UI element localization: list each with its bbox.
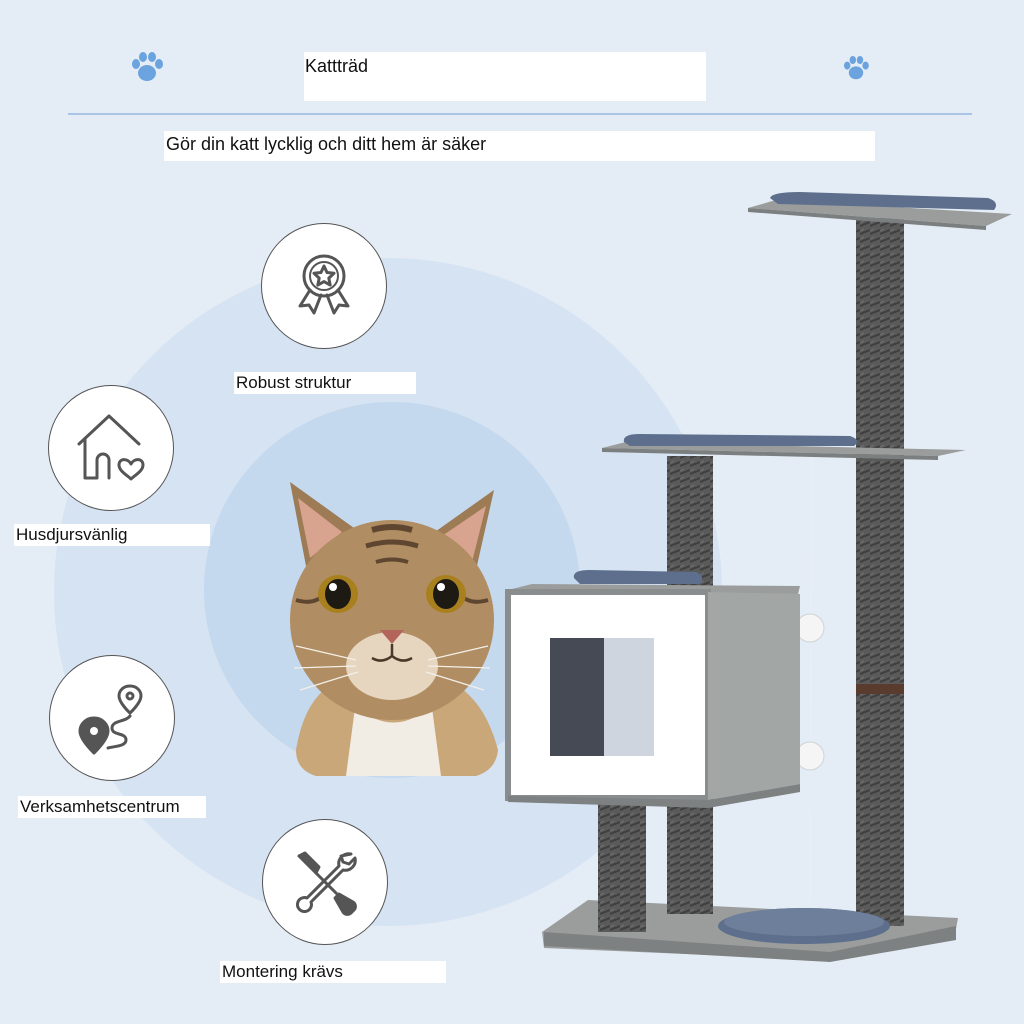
cat-tree-image (500, 180, 1020, 970)
feature-label: Robust struktur (234, 372, 416, 394)
page-subtitle: Gör din katt lycklig och ditt hem är säk… (164, 131, 875, 161)
award-ribbon-icon (261, 223, 387, 349)
paw-icon (127, 47, 167, 87)
feature-label: Montering krävs (220, 961, 446, 983)
page-title: Kattträd (304, 52, 706, 101)
house-heart-icon (48, 385, 174, 511)
header-divider (68, 113, 972, 115)
feature-label: Husdjursvänlig (14, 524, 210, 546)
feature-label: Verksamhetscentrum (18, 796, 206, 818)
paw-icon (840, 52, 872, 84)
tools-icon (262, 819, 388, 945)
cat-photo (276, 470, 508, 780)
location-route-icon (49, 655, 175, 781)
